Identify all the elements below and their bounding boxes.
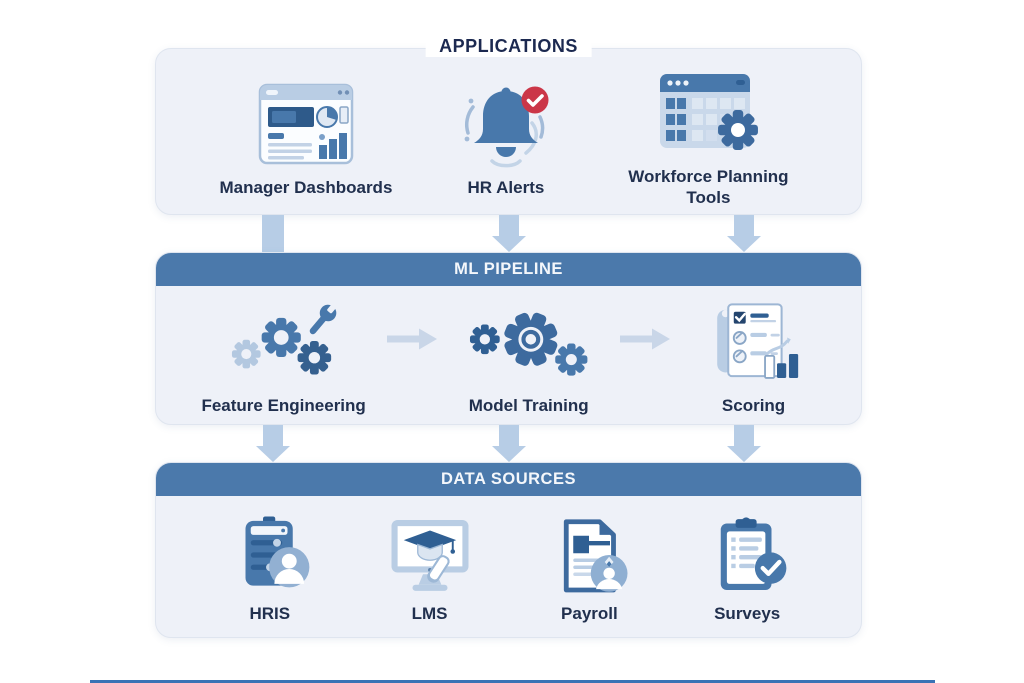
lms-monitor-graduation-icon bbox=[370, 511, 490, 597]
node-payroll: Payroll bbox=[531, 511, 647, 625]
applications-row: Manager Dashboards bbox=[156, 49, 861, 220]
node-lms: LMS bbox=[370, 511, 490, 625]
ml-pipeline-header: ML PIPELINE bbox=[156, 253, 861, 286]
hris-server-person-icon bbox=[212, 511, 328, 597]
node-label: LMS bbox=[411, 603, 448, 623]
node-label: Scoring bbox=[721, 396, 786, 416]
node-model-training: Model Training bbox=[459, 295, 599, 417]
bottom-accent-line bbox=[90, 680, 935, 683]
applications-title: APPLICATIONS bbox=[425, 36, 592, 57]
ml-pipeline-row: Feature Engineering bbox=[156, 286, 861, 424]
scorecard-chart-icon bbox=[692, 295, 816, 389]
node-label: HRIS bbox=[249, 603, 291, 623]
node-label: HR Alerts bbox=[467, 177, 545, 197]
down-arrow-icon bbox=[727, 215, 762, 252]
dashboard-icon bbox=[242, 77, 370, 171]
layer-applications: APPLICATIONS bbox=[155, 36, 862, 215]
down-arrow-icon bbox=[491, 215, 526, 252]
node-workforce-planning: Workforce Planning Tools bbox=[619, 66, 797, 208]
layer-data-sources: DATA SOURCES bbox=[155, 462, 862, 638]
down-arrow-icon bbox=[727, 425, 762, 462]
layer-ml-pipeline: ML PIPELINE bbox=[155, 252, 862, 425]
down-arrow-icon bbox=[255, 425, 290, 462]
node-label: Manager Dashboards bbox=[219, 177, 393, 197]
node-scoring: Scoring bbox=[692, 295, 816, 417]
connectors-ml-to-data-sources bbox=[155, 425, 862, 462]
node-feature-engineering: Feature Engineering bbox=[201, 295, 366, 417]
node-label: Model Training bbox=[468, 396, 589, 416]
data-sources-row: HRIS bbox=[156, 496, 861, 637]
node-hris: HRIS bbox=[212, 511, 328, 625]
data-sources-header: DATA SOURCES bbox=[156, 463, 861, 496]
bell-alert-icon bbox=[446, 77, 566, 171]
node-surveys: Surveys bbox=[689, 511, 805, 625]
node-label: Feature Engineering bbox=[201, 396, 366, 416]
workforce-planning-icon bbox=[644, 66, 772, 160]
training-gears-icon bbox=[459, 295, 599, 389]
node-manager-dashboards: Manager Dashboards bbox=[219, 77, 393, 199]
node-hr-alerts: HR Alerts bbox=[446, 77, 566, 199]
payroll-document-person-icon bbox=[531, 511, 647, 597]
right-arrow-icon bbox=[387, 328, 438, 350]
down-arrow-icon bbox=[491, 425, 526, 462]
right-arrow-icon bbox=[620, 328, 671, 350]
down-connector-bar bbox=[261, 215, 284, 252]
gears-wrench-icon bbox=[214, 295, 354, 389]
surveys-clipboard-check-icon bbox=[689, 511, 805, 597]
node-label: Workforce Planning Tools bbox=[628, 167, 789, 207]
node-label: Surveys bbox=[714, 603, 781, 623]
connectors-applications-to-ml bbox=[155, 215, 862, 252]
node-label: Payroll bbox=[561, 603, 618, 623]
